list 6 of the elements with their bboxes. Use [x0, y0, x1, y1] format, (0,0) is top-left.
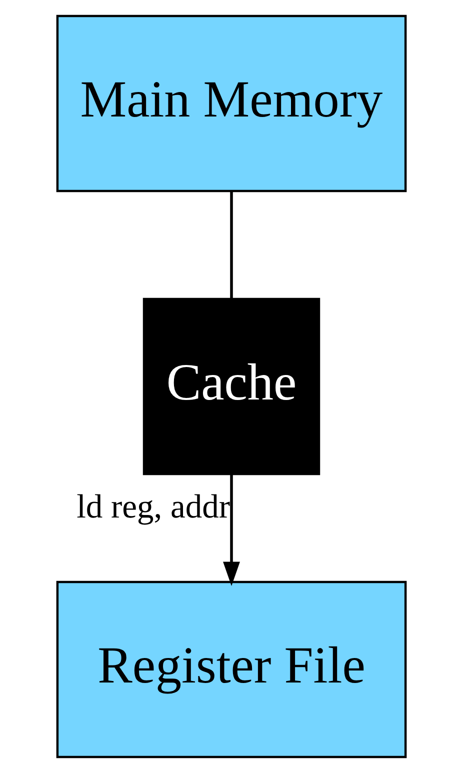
- arrow: [222, 474, 240, 586]
- node-box: Register File: [56, 580, 406, 758]
- connector: [230, 191, 232, 299]
- node-box: Main Memory: [56, 14, 406, 192]
- node-box: Cache: [142, 298, 320, 476]
- edge-label: ld reg, addr: [76, 488, 230, 526]
